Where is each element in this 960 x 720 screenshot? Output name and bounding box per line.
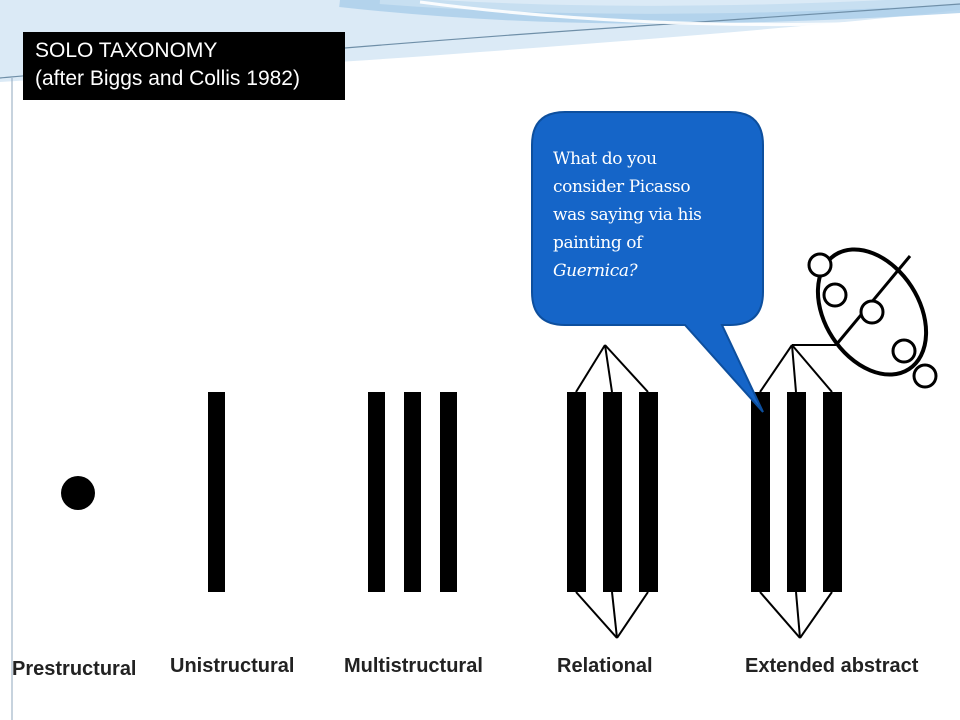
stage-label-unistructural: Unistructural bbox=[170, 655, 295, 677]
stage-label-multistructural: Multistructural bbox=[344, 655, 483, 677]
speech-bubble-text: What do you consider Picasso was saying … bbox=[553, 145, 753, 285]
relational-structure bbox=[567, 344, 658, 639]
title-box: SOLO TAXONOMY (after Biggs and Collis 19… bbox=[23, 32, 345, 100]
multistructural-bar bbox=[440, 392, 457, 592]
relational-bar bbox=[567, 392, 586, 592]
extended-abstract-bar bbox=[787, 392, 806, 592]
stage-label-extended-abstract: Extended abstract bbox=[745, 655, 919, 677]
bubble-line-3: was saying via his bbox=[553, 205, 702, 225]
multistructural-bar bbox=[368, 392, 385, 592]
bubble-line-2: consider Picasso bbox=[553, 177, 691, 197]
multistructural-bar bbox=[404, 392, 421, 592]
speech-bubble bbox=[531, 111, 764, 413]
stage-label-prestructural: Prestructural bbox=[12, 658, 137, 680]
relational-bar bbox=[639, 392, 658, 592]
relational-bar bbox=[603, 392, 622, 592]
extended-abstract-bar bbox=[823, 392, 842, 592]
title-line-1: SOLO TAXONOMY bbox=[35, 39, 218, 62]
multistructural-bars bbox=[368, 392, 457, 592]
bubble-line-1: What do you bbox=[553, 149, 657, 169]
prestructural-dot bbox=[61, 476, 95, 510]
extended-abstract-bar bbox=[751, 392, 770, 592]
abstract-ellipse-group bbox=[807, 247, 938, 389]
bubble-line-5: Guernica? bbox=[553, 261, 638, 281]
bubble-line-4: painting of bbox=[553, 233, 643, 253]
title-line-2: (after Biggs and Collis 1982) bbox=[35, 67, 300, 90]
unistructural-bar bbox=[208, 392, 225, 592]
extended-abstract-structure bbox=[751, 247, 938, 639]
stage-label-relational: Relational bbox=[557, 655, 653, 677]
